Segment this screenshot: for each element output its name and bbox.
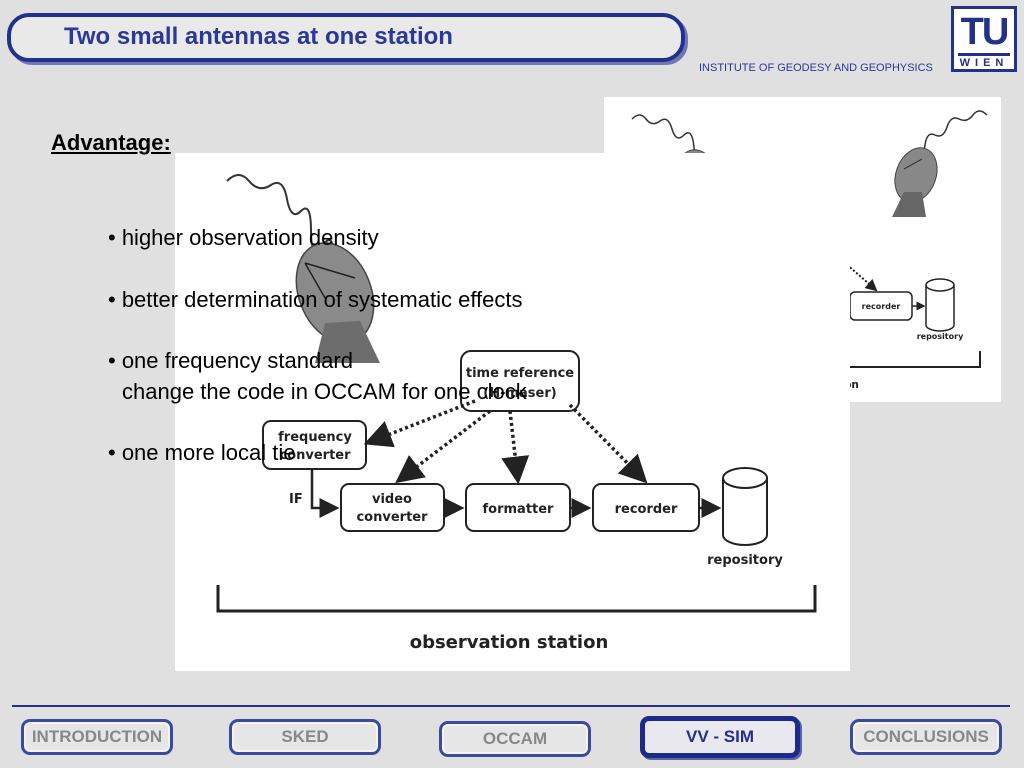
- observation-station-label: observation station: [410, 632, 609, 653]
- small-repository-label: repository: [917, 332, 964, 341]
- nav-occam-button[interactable]: OCCAM: [439, 721, 591, 757]
- slide-title: Two small antennas at one station: [64, 23, 453, 50]
- frequency-label: frequency: [278, 430, 352, 445]
- nav-sked-button[interactable]: SKED: [229, 719, 381, 755]
- institute-label: INSTITUTE OF GEODESY AND GEOPHYSICS: [699, 62, 933, 74]
- large-station-diagram: time reference (H-maser) frequency conve…: [175, 153, 850, 671]
- logo-wien-text: WIEN: [959, 57, 1009, 69]
- if-label: IF: [289, 492, 303, 507]
- nav-vv-sim-button[interactable]: VV - SIM: [640, 716, 800, 758]
- bullet-local-tie: • one more local tie: [108, 440, 296, 465]
- nav-conclusions-button[interactable]: CONCLUSIONS: [850, 719, 1002, 755]
- frequency-converter-label: converter: [279, 448, 351, 463]
- small-recorder-label: recorder: [862, 302, 901, 311]
- nav-introduction-button[interactable]: INTRODUCTION: [21, 719, 173, 755]
- formatter-label: formatter: [483, 502, 555, 517]
- logo-divider: [958, 53, 1010, 56]
- antenna-icon: [295, 242, 380, 363]
- bullet-systematic-effects: • better determination of systematic eff…: [108, 287, 523, 312]
- footer-divider: [12, 705, 1010, 707]
- bullet-occam-clock: change the code in OCCAM for one clock: [122, 379, 527, 404]
- video-label: video: [372, 492, 412, 507]
- large-diagram-svg: time reference (H-maser) frequency conve…: [216, 174, 817, 653]
- tu-wien-logo: TU WIEN: [951, 6, 1017, 72]
- logo-tu-text: TU: [960, 11, 1010, 53]
- advantage-heading: Advantage:: [51, 130, 171, 155]
- title-bar: [7, 13, 685, 62]
- bullet-frequency-standard: • one frequency standard: [108, 348, 353, 373]
- h-maser-label: (H-maser): [483, 386, 556, 401]
- time-reference-label: time reference: [466, 366, 574, 381]
- repository-label: repository: [707, 553, 783, 568]
- antenna-icon: [892, 147, 938, 217]
- bullet-observation-density: • higher observation density: [108, 225, 379, 250]
- video-converter-label: converter: [356, 510, 428, 525]
- recorder-label: recorder: [615, 502, 678, 517]
